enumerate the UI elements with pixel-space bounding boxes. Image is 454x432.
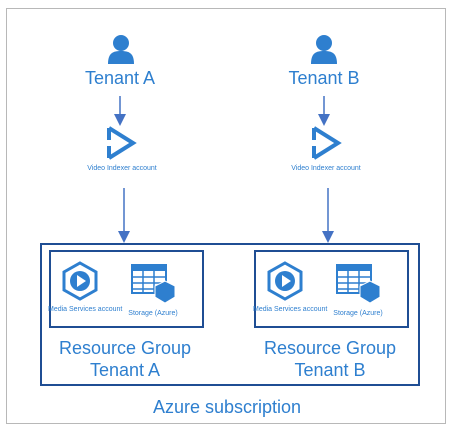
storage-icon [336, 264, 381, 304]
tenant-b-label: Tenant B [288, 68, 360, 88]
resource-group-b-tenant: Tenant B [294, 360, 366, 380]
storage-icon [131, 264, 176, 304]
user-icon [108, 35, 134, 64]
resource-group-b-box [254, 250, 409, 328]
resource-group-a-title: Resource Group [58, 338, 192, 358]
media-services-icon [267, 261, 303, 301]
video-indexer-icon [312, 126, 342, 160]
video-indexer-label: Video Indexer account [291, 165, 361, 172]
resource-group-b-title: Resource Group [263, 338, 397, 358]
resource-group-a-box [49, 250, 204, 328]
resource-group-a-tenant: Tenant A [89, 360, 161, 380]
media-services-label: Media Services account [48, 306, 123, 313]
storage-label: Storage (Azure) [333, 310, 383, 317]
media-services-icon [62, 261, 98, 301]
user-icon [311, 35, 337, 64]
subscription-box [40, 243, 420, 386]
video-indexer-icon [107, 126, 137, 160]
video-indexer-label: Video Indexer account [87, 165, 157, 172]
diagram-frame [6, 8, 446, 424]
storage-label: Storage (Azure) [128, 310, 178, 317]
subscription-label: Azure subscription [152, 397, 302, 417]
media-services-label: Media Services account [253, 306, 328, 313]
tenant-a-label: Tenant A [84, 68, 156, 88]
